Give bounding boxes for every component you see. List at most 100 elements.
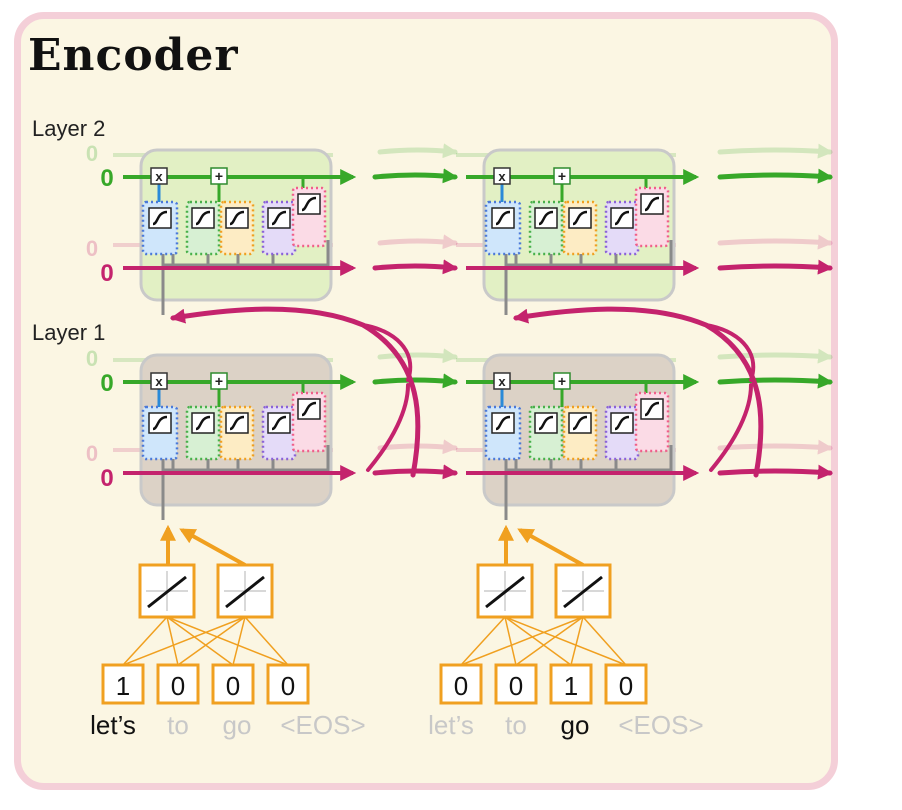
embedding-arrow	[517, 528, 584, 567]
sigmoid-icon	[495, 415, 511, 431]
input-bus	[161, 240, 330, 267]
multiply-symbol: x	[498, 374, 506, 389]
activation-frame	[568, 207, 592, 229]
ghost-arrow	[377, 143, 458, 159]
input-weight-line	[166, 616, 179, 666]
page-title: Encoder	[28, 30, 239, 81]
long-term-output-arrow	[717, 373, 833, 389]
lstm-unit-layer-1: x+	[456, 353, 700, 520]
layer1-to-layer2-arrow-tail	[366, 383, 410, 472]
input-weight-line	[515, 616, 584, 666]
one-hot-box	[494, 663, 538, 705]
activation-frame	[491, 207, 515, 229]
input-weight-line	[232, 616, 246, 666]
tanh-icon	[572, 210, 588, 226]
input-weight-line	[166, 616, 234, 666]
add-symbol: +	[215, 373, 223, 389]
ghost-zero: 0	[86, 236, 98, 261]
input-token: to	[505, 710, 527, 740]
linear-activation-icon	[563, 575, 603, 609]
activation-frame	[148, 412, 172, 434]
one-hot-box	[266, 663, 310, 705]
one-hot-value: 0	[171, 671, 185, 701]
input-weight-line	[504, 616, 517, 666]
activation-frame	[267, 412, 291, 434]
add-gate	[553, 372, 571, 390]
add-symbol: +	[558, 168, 566, 184]
input-weight-line	[582, 616, 627, 666]
tanh-icon	[229, 415, 245, 431]
ghost-arrow	[717, 143, 833, 159]
tanh-icon	[301, 196, 317, 212]
multiply-symbol: x	[155, 169, 163, 184]
activation-frame	[267, 207, 291, 229]
input-weight-line	[177, 616, 246, 666]
add-symbol: +	[215, 168, 223, 184]
input-weight-line	[122, 616, 168, 666]
tanh-icon	[229, 210, 245, 226]
sigmoid-icon	[271, 415, 287, 431]
one-hot-box	[156, 663, 200, 705]
multiply-symbol: x	[498, 169, 506, 184]
sigmoid-icon	[152, 210, 168, 226]
tanh-icon	[572, 415, 588, 431]
ghost-zero: 0	[86, 346, 98, 371]
one-hot-value: 0	[281, 671, 295, 701]
linear-activation-icon	[225, 575, 265, 609]
one-hot-value: 0	[509, 671, 523, 701]
long-term-initial-zero: 0	[100, 165, 113, 192]
lstm-unit-layer-1: x+	[113, 353, 357, 520]
layer1-to-layer2-arrow-tail	[361, 323, 413, 382]
short-term-output-arrow	[717, 259, 833, 275]
ghost-arrow	[717, 348, 833, 364]
input-weight-line	[460, 616, 584, 666]
embedding-arrow	[179, 528, 246, 567]
activation-frame	[534, 207, 558, 229]
input-token: let’s	[90, 710, 136, 740]
activation-frame	[148, 207, 172, 229]
input-weight-line	[570, 616, 584, 666]
activation-frame	[225, 412, 249, 434]
sigmoid-icon	[614, 210, 630, 226]
input-weight-line	[460, 616, 506, 666]
tanh-icon	[301, 401, 317, 417]
input-weight-line	[244, 616, 289, 666]
input-token: let’s	[428, 710, 474, 740]
long-term-pass-arrow	[372, 373, 458, 389]
activation-frame	[640, 398, 664, 420]
activation-frame	[491, 412, 515, 434]
linear-activation-icon	[147, 575, 187, 609]
sigmoid-icon	[495, 210, 511, 226]
one-hot-box	[101, 663, 145, 705]
multiply-gate	[150, 167, 168, 185]
input-weight-line	[504, 616, 627, 666]
long-term-initial-zero: 0	[100, 370, 113, 397]
one-hot-box	[439, 663, 483, 705]
input-weight-line	[166, 616, 289, 666]
ghost-arrow	[717, 439, 833, 455]
sigmoid-icon	[538, 415, 554, 431]
activation-frame	[534, 412, 558, 434]
layer-1-label: Layer 1	[32, 320, 106, 345]
activation-frame	[191, 412, 215, 434]
lstm-unit-layer-2: x+	[113, 148, 357, 315]
tanh-icon	[644, 196, 660, 212]
activation-frame	[297, 193, 321, 215]
add-symbol: +	[558, 373, 566, 389]
sigmoid-icon	[195, 415, 211, 431]
input-token: go	[561, 710, 590, 740]
input-token: to	[167, 710, 189, 740]
input-token: <EOS>	[618, 710, 703, 740]
one-hot-box	[211, 663, 255, 705]
lstm-unit-layer-2: x+	[456, 148, 700, 315]
ghost-arrow	[377, 348, 458, 364]
input-bus	[504, 240, 673, 267]
activation-frame	[568, 412, 592, 434]
input-token: <EOS>	[280, 710, 365, 740]
layer-2-label: Layer 2	[32, 116, 106, 141]
activation-frame	[297, 398, 321, 420]
